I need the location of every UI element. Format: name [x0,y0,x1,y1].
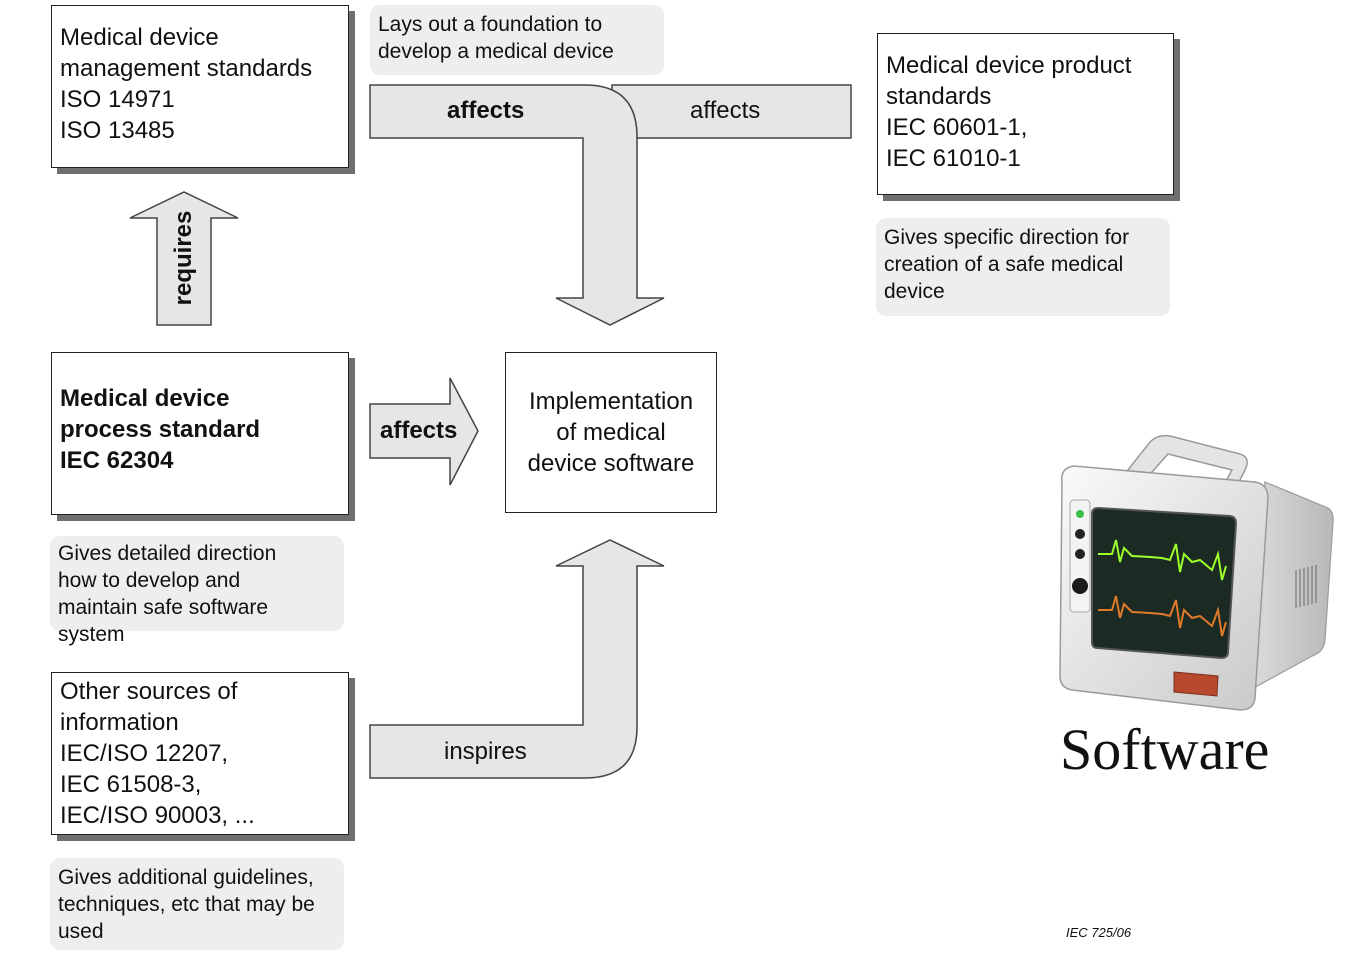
management-standards-box: Medical device management standards ISO … [51,5,349,168]
process-note-line: how to develop and [58,569,241,592]
management-line: Medical device [60,24,219,51]
product-note-line: Gives specific direction for [884,226,1130,249]
other-note-line: Gives additional guidelines, [58,866,314,889]
other-line: information [60,709,179,736]
process-line: Medical device [60,385,230,412]
process-standard-box: Medical device process standard IEC 6230… [51,352,349,515]
product-line: IEC 60601-1, [886,114,1028,141]
process-note: Gives detailed direction how to develop … [50,536,344,646]
process-note-line: system [58,623,125,646]
product-standards-box: Medical device product standards IEC 606… [877,33,1174,195]
other-line: Other sources of [60,678,238,705]
inspires-arrow [369,539,665,779]
foundation-note-line: develop a medical device [378,40,614,63]
software-label: Software [1060,717,1270,782]
implementation-line: device software [527,450,695,477]
process-note-line: Gives detailed direction [58,542,277,565]
product-line: IEC 61010-1 [886,145,1021,172]
product-note-line: creation of a safe medical [884,253,1124,276]
other-note-line: used [58,920,104,943]
process-line: IEC 62304 [60,447,174,474]
other-line: IEC 61508-3, [60,771,202,798]
other-line: IEC/ISO 90003, ... [60,802,255,829]
management-line: management standards [60,55,313,82]
requires-label: requires [170,210,197,306]
affects-process-arrow [369,377,479,486]
affects-right-label: affects [690,97,761,124]
affects-process-label: affects [380,417,458,444]
inspires-label: inspires [444,738,527,765]
process-note-line: maintain safe software [58,596,269,619]
patient-monitor-icon [1059,434,1334,711]
affects-left-arrow [369,84,665,326]
product-line: Medical device product [886,52,1132,79]
management-line: ISO 14971 [60,86,175,113]
affects-left-label: affects [447,97,525,124]
figure-code: IEC 725/06 [1066,925,1132,940]
foundation-note: Lays out a foundation to develop a medic… [370,5,664,75]
product-note: Gives specific direction for creation of… [876,218,1170,316]
process-line: process standard [60,416,261,443]
foundation-note-line: Lays out a foundation to [378,13,603,36]
implementation-line: Implementation [528,388,694,415]
other-sources-box: Other sources of information IEC/ISO 122… [51,672,349,835]
implementation-line: of medical [556,419,666,446]
implementation-box: Implementation of medical device softwar… [505,352,717,513]
other-note: Gives additional guidelines, techniques,… [50,858,344,950]
management-line: ISO 13485 [60,117,175,144]
product-note-line: device [884,280,945,303]
product-line: standards [886,83,992,110]
requires-arrow [129,191,239,326]
other-line: IEC/ISO 12207, [60,740,229,767]
other-note-line: techniques, etc that may be [58,893,315,916]
